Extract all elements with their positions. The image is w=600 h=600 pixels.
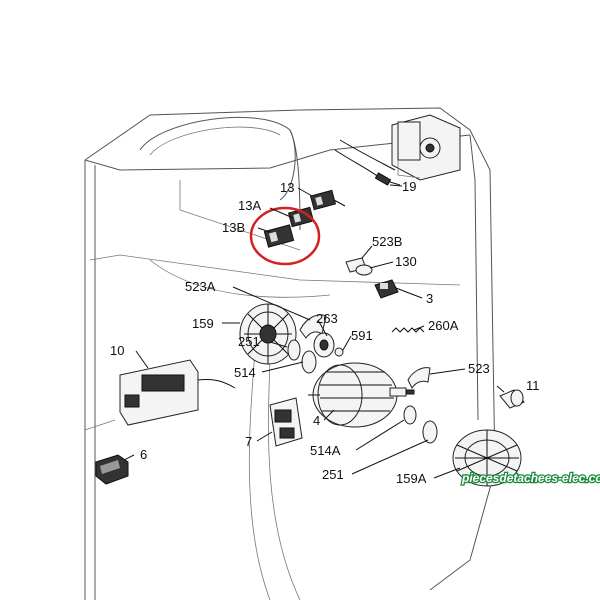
label-514A: 514A [310, 443, 341, 458]
label-591: 591 [351, 328, 373, 343]
bracket-523 [407, 367, 431, 389]
label-514: 514 [234, 365, 256, 380]
pulley-263 [313, 332, 335, 358]
label-13B: 13B [222, 220, 245, 235]
connector-13 [309, 189, 346, 211]
label-6: 6 [140, 447, 147, 462]
label-523B: 523B [372, 234, 402, 249]
watermark: piecesdetachees-elec.com [460, 470, 600, 487]
sensor-3 [374, 279, 399, 299]
part-11 [499, 389, 525, 409]
label-251: 251 [238, 334, 260, 349]
ring-130 [355, 264, 373, 276]
label-159: 159 [192, 316, 214, 331]
label-159A: 159A [396, 471, 427, 486]
seal-514A [403, 405, 417, 425]
connector-13B [263, 224, 295, 248]
label-3: 3 [426, 291, 433, 306]
timer-part [391, 114, 461, 181]
label-130: 130 [395, 254, 417, 269]
module-10 [119, 359, 236, 426]
seal-251 [287, 339, 301, 361]
impeller-159 [239, 303, 297, 365]
seal-514 [301, 350, 317, 374]
label-7: 7 [245, 434, 252, 449]
fan-159A [452, 429, 522, 487]
label-523: 523 [468, 361, 490, 376]
label-260A: 260A [428, 318, 459, 333]
label-523A: 523A [185, 279, 216, 294]
highlight-circle-13B [249, 206, 321, 266]
label-4: 4 [313, 413, 320, 428]
label-10: 10 [110, 343, 124, 358]
leader-lines [123, 181, 505, 479]
washer-591 [334, 347, 344, 357]
filter-6 [95, 454, 129, 485]
label-11: 11 [526, 378, 540, 393]
label-251-lower: 251 [322, 467, 344, 482]
seal-251-lower [422, 420, 438, 444]
cabinet-outline [84, 107, 496, 600]
motor-4 [308, 362, 415, 428]
label-13A: 13A [238, 198, 261, 213]
label-263: 263 [316, 311, 338, 326]
wiring-19 [334, 139, 403, 187]
switch-7 [269, 397, 303, 447]
label-13: 13 [280, 180, 294, 195]
spring-260A [391, 327, 425, 333]
label-19: 19 [402, 179, 416, 194]
callout-labels: 19 13 13A 13B 523B 130 3 523A 263 591 26… [110, 179, 540, 486]
watermark-text: piecesdetachees-elec.com [461, 471, 600, 485]
